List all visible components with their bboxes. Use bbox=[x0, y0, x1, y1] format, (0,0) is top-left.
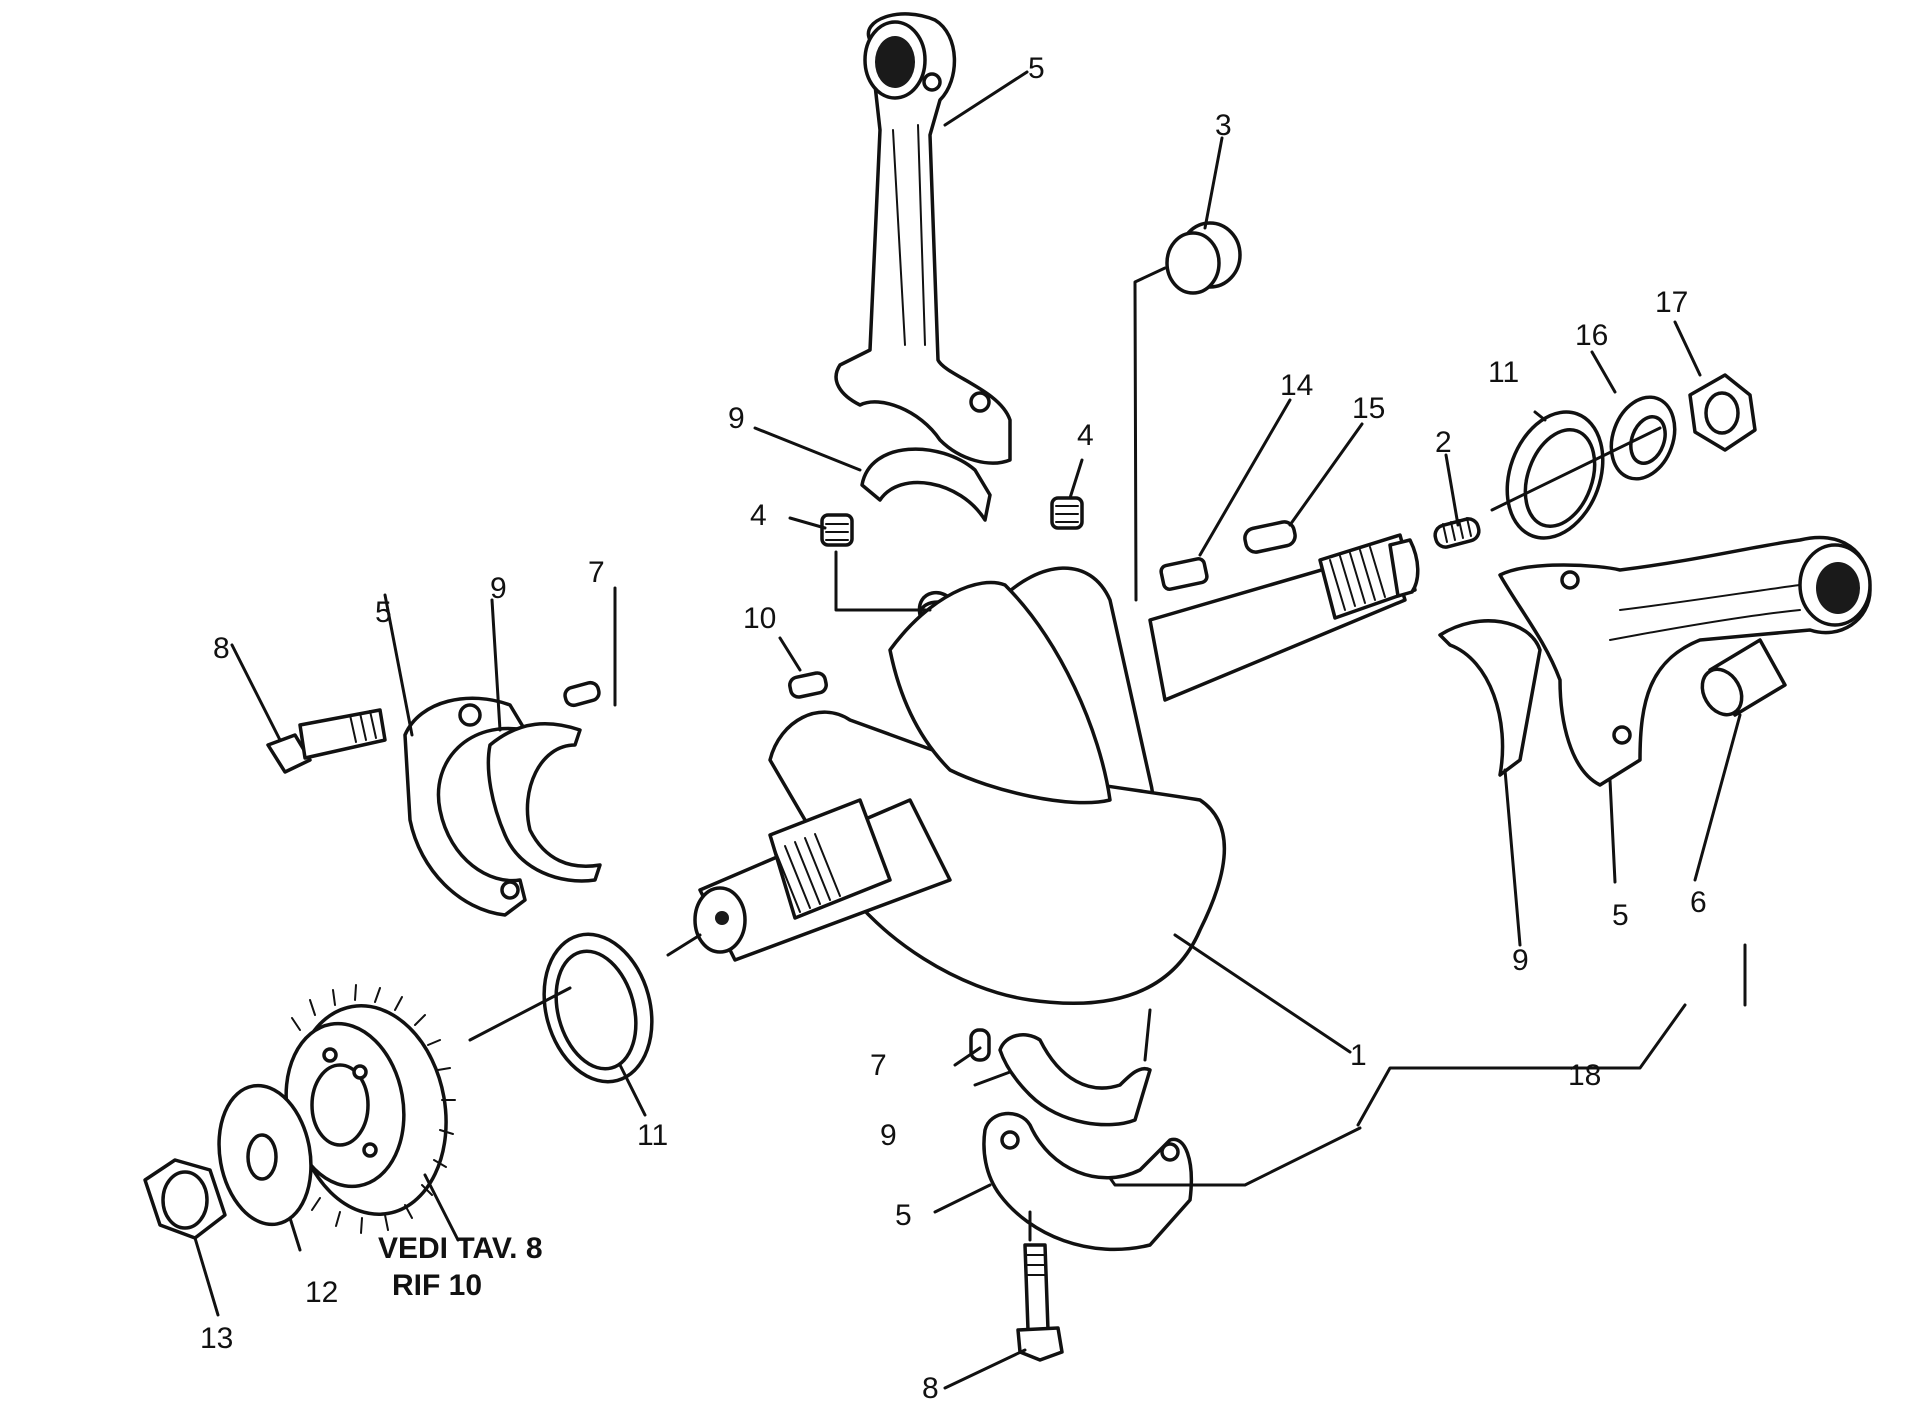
bush-6 bbox=[1700, 638, 1787, 717]
label-6: 6 bbox=[1690, 886, 1707, 919]
label-5-top: 5 bbox=[1028, 52, 1045, 85]
label-11-right: 11 bbox=[1488, 356, 1519, 389]
washer-11-right bbox=[1505, 410, 1605, 540]
label-14: 14 bbox=[1280, 369, 1313, 402]
label-8-bottom: 8 bbox=[922, 1372, 939, 1405]
label-16: 16 bbox=[1575, 319, 1608, 352]
label-7-bottom: 7 bbox=[870, 1049, 887, 1082]
label-4-right: 4 bbox=[1077, 419, 1094, 452]
label-9-top: 9 bbox=[728, 402, 745, 435]
bolt-8-left bbox=[266, 708, 387, 774]
leader-lines bbox=[193, 70, 1747, 1390]
label-5-left: 5 bbox=[375, 596, 392, 629]
key-10 bbox=[788, 671, 828, 699]
spring-2 bbox=[1433, 517, 1481, 549]
bearing-cap-5-left bbox=[403, 696, 527, 917]
label-15: 15 bbox=[1352, 392, 1385, 425]
label-9-left: 9 bbox=[490, 572, 507, 605]
note-line-1: VEDI TAV. 8 bbox=[378, 1232, 543, 1265]
label-9-bottom: 9 bbox=[880, 1119, 897, 1152]
label-4-left: 4 bbox=[750, 499, 767, 532]
bearing-cap-5-bottom bbox=[982, 1111, 1194, 1252]
bearing-shell-9-right bbox=[1438, 619, 1542, 777]
bearing-shell-9-top bbox=[860, 447, 992, 522]
label-1: 1 bbox=[1350, 1039, 1367, 1072]
crankshaft bbox=[693, 533, 1420, 1006]
label-5-right: 5 bbox=[1612, 899, 1629, 932]
screw-4-left bbox=[820, 513, 854, 547]
label-10: 10 bbox=[743, 602, 776, 635]
timing-gear bbox=[284, 984, 456, 1234]
key-14 bbox=[1159, 557, 1209, 591]
pin-7-bottom bbox=[969, 1028, 991, 1062]
label-8-left: 8 bbox=[213, 632, 230, 665]
label-11-front: 11 bbox=[637, 1119, 668, 1152]
label-9-right: 9 bbox=[1512, 944, 1529, 977]
bolt-8-bottom bbox=[1016, 1243, 1064, 1362]
pin-7-left bbox=[563, 680, 601, 708]
plug-3 bbox=[1165, 221, 1242, 295]
label-2: 2 bbox=[1435, 426, 1452, 459]
key-15 bbox=[1243, 520, 1297, 554]
label-18: 18 bbox=[1568, 1059, 1601, 1092]
washer-11-front bbox=[542, 932, 654, 1084]
label-17: 17 bbox=[1655, 286, 1688, 319]
connecting-rod-top bbox=[834, 12, 1012, 465]
label-13: 13 bbox=[200, 1322, 233, 1355]
screw-4-right bbox=[1050, 496, 1084, 530]
connecting-rod-right bbox=[1498, 535, 1872, 787]
washer-12 bbox=[217, 1083, 313, 1227]
bearing-shell-9-left bbox=[486, 722, 602, 883]
nut-13 bbox=[143, 1158, 227, 1240]
label-3: 3 bbox=[1215, 109, 1232, 142]
note-line-2: RIF 10 bbox=[392, 1269, 482, 1302]
washer-16 bbox=[1609, 395, 1677, 481]
reference-note: VEDI TAV. 8 RIF 10 bbox=[378, 1232, 543, 1302]
part-labels: 1 2 3 4 4 5 5 5 5 6 7 7 8 8 9 9 9 9 10 1… bbox=[200, 52, 1707, 1405]
nut-17 bbox=[1688, 373, 1757, 452]
label-7-left: 7 bbox=[588, 556, 605, 589]
label-5-bottom: 5 bbox=[895, 1199, 912, 1232]
label-12: 12 bbox=[305, 1276, 338, 1309]
bearing-shell-9-bottom bbox=[998, 1033, 1152, 1127]
